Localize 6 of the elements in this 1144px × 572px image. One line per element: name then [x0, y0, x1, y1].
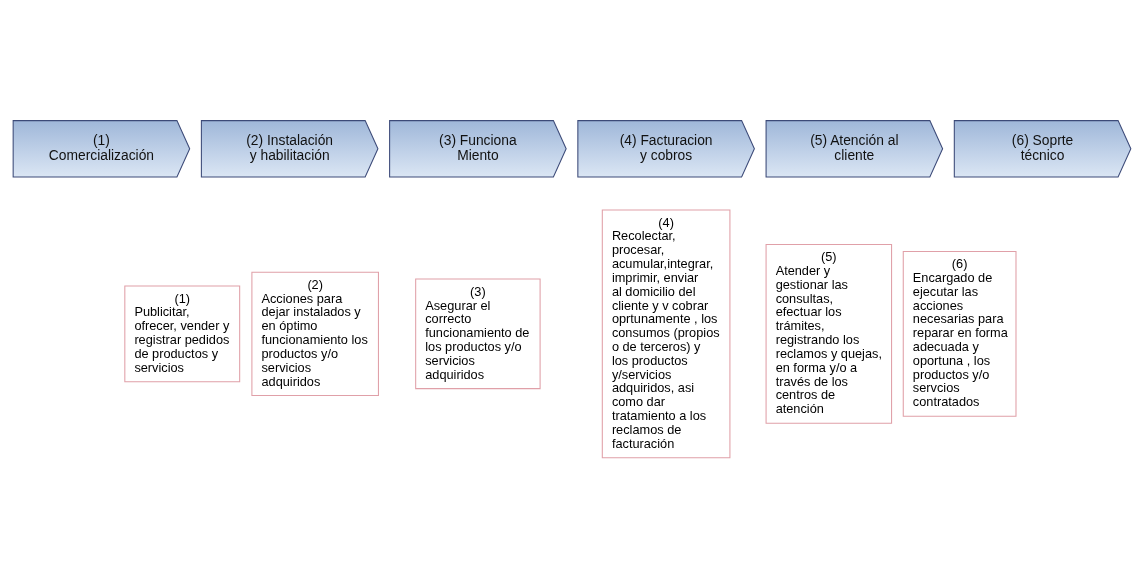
node-box: (2) Acciones para dejar instalados y en óptimo funcionamiento los productos y/o servicios adquiridos — [251, 271, 379, 397]
node-box: (3) Asegurar el correcto funcionamiento de los productos y/o servicios adquiridos — [415, 278, 541, 390]
node-box: (5) Atender y gestionar las consultas, efectuar los trámites, registrando los reclamos y quejas, en forma y/o a través de los centros de atención — [765, 244, 893, 424]
node-box: (4) Recolectar, procesar, acumular,integrar, imprimir, enviar al domicilio del cliente y v cobrar oprtunamente , los consumos (propios o de terceros) y los productos y/servicios adquiridos, asi como dar tratamiento a los reclamos de facturación — [601, 209, 731, 459]
node-box: (6) Encargado de ejecutar las acciones necesarias para reparar en forma adecuada y oportuna , los productos y/o servcios contratados — [902, 250, 1017, 417]
node-box: (1) Publicitar, ofrecer, vender y registrar pedidos de productos y servicios — [124, 285, 241, 383]
